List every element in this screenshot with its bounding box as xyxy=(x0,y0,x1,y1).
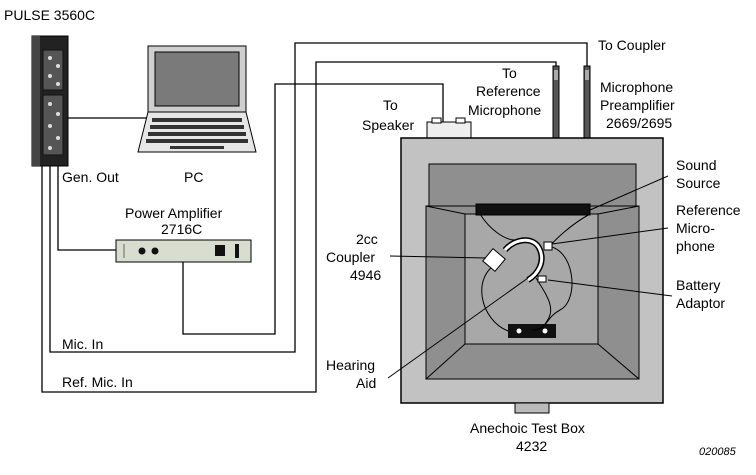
power-amp-label-1: Power Amplifier xyxy=(125,205,223,221)
battery-adaptor-label-1: Battery xyxy=(676,277,720,293)
leader-lines xyxy=(387,175,673,379)
ref-mic-in-label: Ref. Mic. In xyxy=(62,374,133,390)
to-ref-mic-label-1: To xyxy=(502,65,517,81)
coupler-label-2: Coupler xyxy=(326,249,375,265)
pc-laptop xyxy=(137,45,257,153)
reference-mic-label-2: Micro- xyxy=(676,220,715,236)
microphone-preamplifiers xyxy=(552,65,591,139)
gen-out-label: Gen. Out xyxy=(62,169,119,185)
hearing-aid-label-1: Hearing xyxy=(326,357,375,373)
pulse-label: PULSE 3560C xyxy=(4,7,95,23)
test-box-label-2: 4232 xyxy=(516,438,547,454)
cable-gen-out xyxy=(57,166,116,251)
test-box-label-1: Anechoic Test Box xyxy=(470,420,585,436)
to-ref-mic-label-3: Microphone xyxy=(468,102,541,118)
coupler-label-1: 2cc xyxy=(356,231,378,247)
to-speaker-label-1: To xyxy=(383,97,398,113)
pc-label: PC xyxy=(184,169,203,185)
speaker-connector xyxy=(426,117,472,139)
coupler-label-3: 4946 xyxy=(350,267,381,283)
preamp-label-2: Preamplifier xyxy=(600,97,675,113)
labels: PULSE 3560C PC Gen. Out Power Amplifier … xyxy=(4,7,741,458)
pulse-3560c-frontend xyxy=(31,35,69,167)
mic-in-label: Mic. In xyxy=(62,336,103,352)
preamp-label-3: 2669/2695 xyxy=(606,115,672,131)
to-ref-mic-label-2: Reference xyxy=(476,83,541,99)
hearing-aid-label-2: Aid xyxy=(356,375,376,391)
power-amplifier-2716c xyxy=(115,239,252,263)
reference-mic-label-1: Reference xyxy=(676,202,741,218)
to-coupler-label: To Coupler xyxy=(598,37,666,53)
power-amp-label-2: 2716C xyxy=(161,221,202,237)
sound-source-label-2: Source xyxy=(676,175,721,191)
cable-amp-to-speaker xyxy=(182,83,444,335)
cable-ref-mic-in xyxy=(41,61,557,393)
figure-id-label: 020085 xyxy=(699,446,737,458)
sound-source-label-1: Sound xyxy=(676,157,716,173)
reference-mic-label-3: phone xyxy=(676,238,715,254)
cable-mic-in xyxy=(49,42,588,353)
preamp-label-1: Microphone xyxy=(600,79,673,95)
cables xyxy=(41,42,588,393)
to-speaker-label-2: Speaker xyxy=(362,117,414,133)
anechoic-test-box-4232 xyxy=(400,137,664,414)
battery-adaptor-label-2: Adaptor xyxy=(676,295,725,311)
